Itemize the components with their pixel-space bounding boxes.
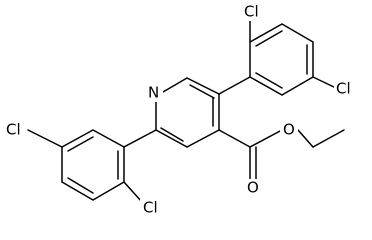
- atom-labels: N Cl Cl Cl Cl O O: [3, 3, 358, 217]
- bond-pyridine-lower-aryl: [123, 129, 157, 148]
- chlorine-left-label: Cl: [6, 121, 21, 139]
- bond-lower-aryl-cl-bottom: [123, 181, 143, 203]
- bond-ch2-ch3: [312, 129, 345, 148]
- bond-c2-c3: [186, 77, 220, 95]
- upper-ring-inner-1: [255, 30, 283, 47]
- bond-ring-carbonyl: [218, 129, 251, 148]
- lower-ring-inner-2: [67, 177, 94, 194]
- chlorine-right-background: [334, 80, 358, 98]
- chlorine-top-background: [242, 3, 264, 21]
- bond-c4-c5: [186, 129, 220, 148]
- bond-pyridine-upper-aryl: [218, 76, 251, 95]
- nitrogen-label: N: [148, 84, 159, 102]
- bond-ester-o-ch2: [297, 129, 314, 148]
- lower-dichlorophenyl-ring: [27, 129, 157, 203]
- bond-lower-aryl-cl-left: [27, 129, 63, 148]
- chlorine-left-background: [3, 121, 27, 139]
- upper-ring-bond-2: [249, 23, 283, 43]
- ester-oxygen-label: O: [283, 121, 295, 139]
- chlorine-top-label: Cl: [244, 3, 259, 21]
- carbonyl-oxygen-background: [244, 179, 262, 197]
- bond-c5-c6: [155, 129, 188, 148]
- chlorine-right-label: Cl: [336, 80, 351, 98]
- lower-ring-bond-2: [61, 129, 94, 148]
- bond-c5-c6-inner: [160, 127, 184, 142]
- chlorine-bottom-background: [140, 199, 164, 217]
- upper-dichlorophenyl-ring: [218, 18, 337, 96]
- bond-carbonyl-ester-o: [249, 129, 283, 148]
- upper-ring-bond-6: [249, 76, 283, 96]
- ethyl-ester-group: [218, 129, 345, 181]
- bond-n-c2-inner: [189, 84, 215, 99]
- chemical-structure-diagram: N Cl Cl Cl Cl O O: [3, 2, 358, 217]
- upper-ring-inner-3: [255, 72, 283, 89]
- lower-ring-bond-5: [92, 181, 125, 201]
- nitrogen-background: [145, 84, 163, 102]
- bond-upper-aryl-cl-right: [312, 76, 337, 89]
- upper-ring-bond-5: [281, 76, 314, 96]
- lower-ring-bond-4: [61, 181, 94, 201]
- lower-ring-bond-1: [92, 129, 125, 148]
- bond-n-c2: [162, 77, 188, 93]
- chlorine-bottom-label: Cl: [143, 199, 158, 217]
- upper-ring-bond-3: [281, 23, 314, 43]
- ester-oxygen-background: [280, 121, 298, 139]
- pyridine-ring: [155, 77, 220, 148]
- lower-ring-inner-1: [67, 136, 94, 152]
- carbonyl-oxygen-label: O: [247, 179, 259, 197]
